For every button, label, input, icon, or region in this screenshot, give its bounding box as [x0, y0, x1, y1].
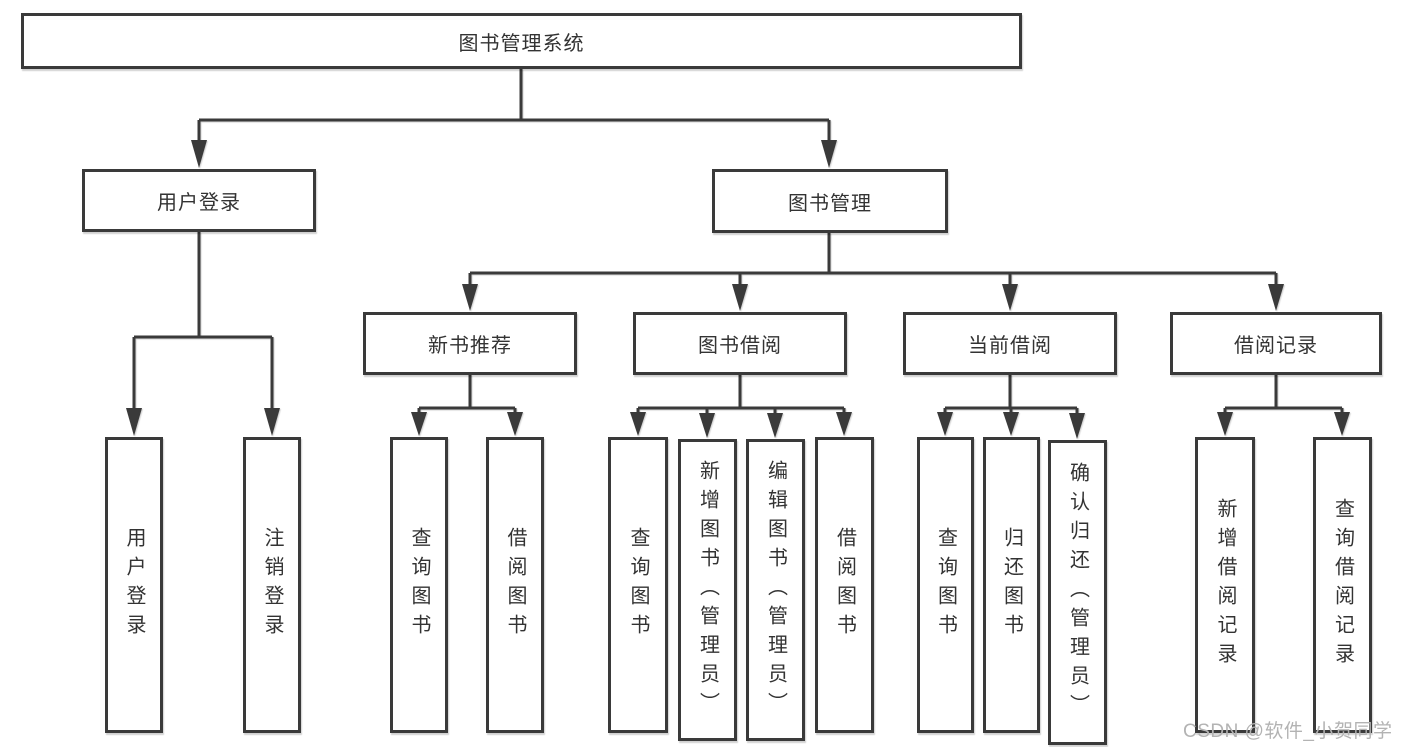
leaf-nbr-borrow-books: 借阅图书 [486, 437, 544, 733]
leaf-bb-borrow-books: 借阅图书 [815, 437, 874, 733]
leaf-logout: 注销登录 [243, 437, 301, 733]
leaf-br-query-record: 查询借阅记录 [1313, 437, 1372, 733]
arrowhead-icons [126, 140, 1350, 439]
node-book-borrow: 图书借阅 [633, 312, 847, 375]
node-user-login: 用户登录 [82, 169, 316, 232]
node-current-borrow: 当前借阅 [903, 312, 1117, 375]
leaf-cb-return-books: 归还图书 [983, 437, 1040, 733]
csdn-watermark: CSDN @软件_小贺同学 [1183, 721, 1393, 742]
leaf-bb-query-books: 查询图书 [608, 437, 668, 733]
leaf-br-add-record: 新增借阅记录 [1195, 437, 1255, 733]
leaf-cb-query-books: 查询图书 [917, 437, 974, 733]
leaf-bb-add-books-admin: 新增图书（管理员） [678, 439, 737, 741]
node-book-management-system: 图书管理系统 [21, 13, 1022, 69]
node-book-management: 图书管理 [712, 169, 948, 233]
leaf-user-login: 用户登录 [105, 437, 163, 733]
node-new-book-recommend: 新书推荐 [363, 312, 577, 375]
leaf-nbr-query-books: 查询图书 [390, 437, 448, 733]
leaf-bb-edit-books-admin: 编辑图书（管理员） [746, 439, 805, 741]
node-borrow-records: 借阅记录 [1170, 312, 1382, 375]
leaf-cb-confirm-return-admin: 确认归还（管理员） [1048, 440, 1107, 745]
